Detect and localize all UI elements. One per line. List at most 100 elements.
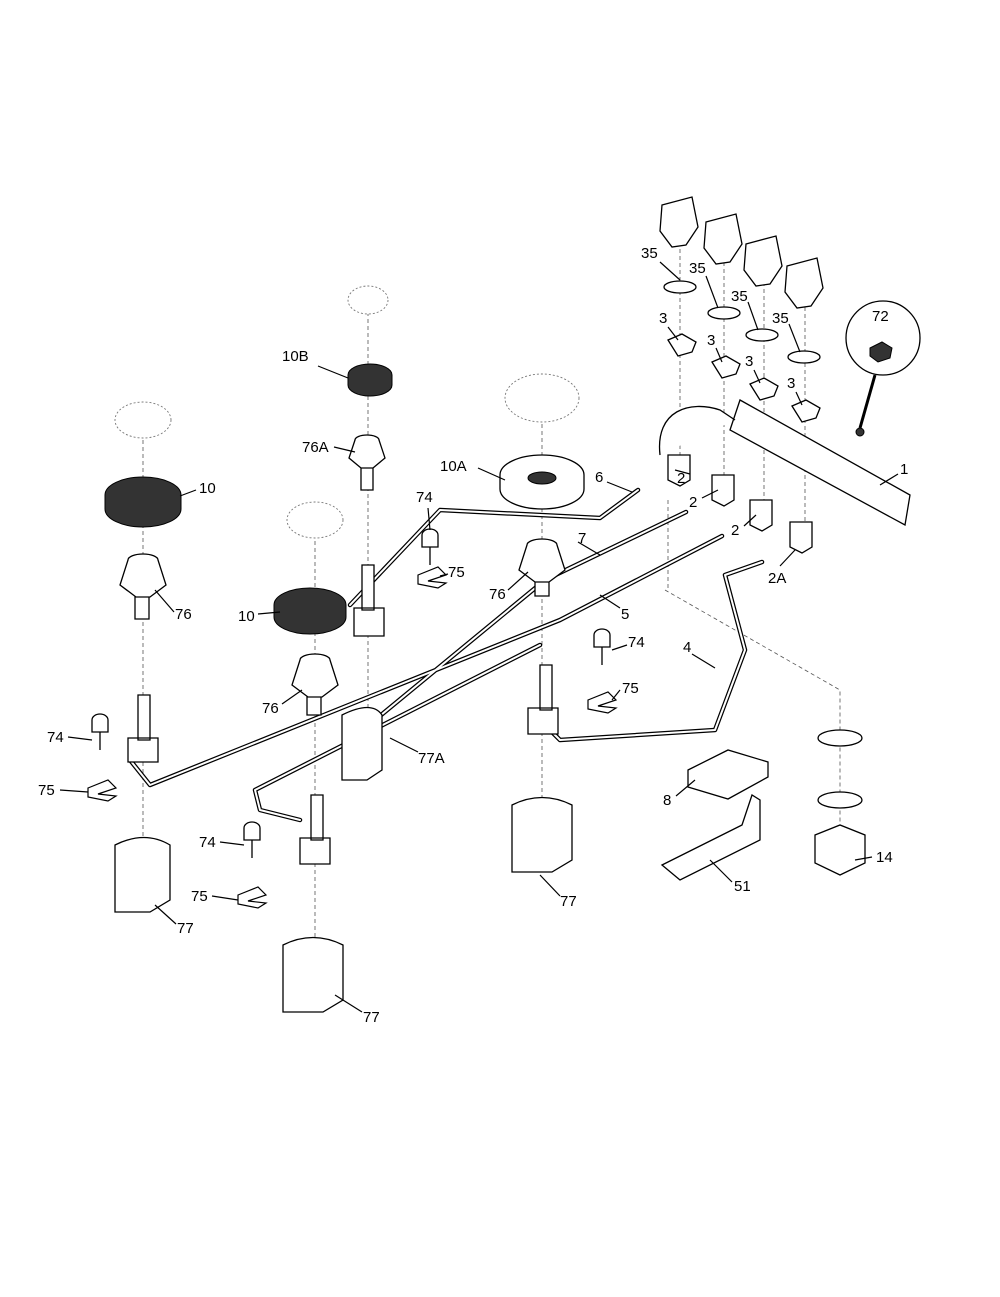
leader-line [743,514,757,527]
leader-line [667,326,679,341]
leader-line [606,481,633,493]
leader-line [439,573,449,577]
washer-icon [745,328,779,342]
leader-line [333,446,356,453]
washer-icon [663,280,697,294]
leader-line [67,736,93,741]
leader-line [211,895,239,901]
callout-2: 2 [731,522,739,539]
leader-line [389,737,419,753]
leader-line [659,261,681,281]
leader-line [179,489,197,497]
callout-74: 74 [628,634,645,651]
callout-2: 2 [689,494,697,511]
knob-icon [703,213,743,265]
callout-4: 4 [683,639,691,656]
clip-icon [237,886,268,909]
callout-35: 35 [641,245,658,262]
leader-line [507,571,529,591]
control-knobs [659,196,824,423]
washer-icon [787,350,821,364]
callout-72: 72 [872,308,889,325]
callout-74: 74 [416,489,433,506]
leader-line [281,689,303,705]
leader-line [701,489,719,499]
knob-icon [743,235,783,287]
clip-icon [587,691,618,714]
knob-icon [784,257,824,309]
leader-line [334,994,363,1013]
callout-10b: 10B [282,348,309,365]
callout-10: 10 [238,608,255,625]
callout-5: 5 [621,606,629,623]
bushing-icon [791,399,821,423]
leader-line [788,323,801,353]
knob-icon [659,196,699,248]
callout-74: 74 [47,729,64,746]
electrodes-and-clips [87,528,618,909]
callout-76a: 76A [302,439,329,456]
magnified-detail-circle [845,300,921,376]
leader-line [691,653,716,669]
washer-icon [707,306,741,320]
leader-line [59,789,89,793]
callout-10a: 10A [440,458,467,475]
callout-2: 2 [677,470,685,487]
callout-75: 75 [38,782,55,799]
leader-line [154,904,177,925]
leader-line [779,549,796,567]
leader-line [427,507,431,531]
callout-75: 75 [448,564,465,581]
leader-line [854,856,873,861]
clip-icon [87,779,118,802]
leader-line [753,369,761,384]
bushing-icon [667,333,697,357]
leader-line [539,874,561,897]
leader-line [599,594,621,609]
callout-7: 7 [578,530,586,547]
bushing-icon [749,377,779,401]
leader-line [577,541,601,556]
callout-75: 75 [191,888,208,905]
callout-1: 1 [900,461,908,478]
callout-3: 3 [745,353,753,370]
callout-35: 35 [689,260,706,277]
callout-77: 77 [363,1009,380,1026]
callout-74: 74 [199,834,216,851]
orifice-holders [119,434,566,716]
leader-line [317,365,349,379]
leader-line [154,589,175,613]
leader-line [705,275,719,309]
callout-3: 3 [659,310,667,327]
callout-6: 6 [595,469,603,486]
callout-76: 76 [489,586,506,603]
callout-3: 3 [787,375,795,392]
leader-line [257,611,281,615]
callout-75: 75 [622,680,639,697]
callout-8: 8 [663,792,671,809]
electrode-icon [421,528,439,565]
callout-10: 10 [199,480,216,497]
screw-icon [869,341,893,363]
callout-14: 14 [876,849,893,866]
callout-77: 77 [560,893,577,910]
valves [667,454,813,554]
clip-icon [417,566,448,589]
callout-77a: 77A [418,750,445,767]
callout-3: 3 [707,332,715,349]
electrode-icon [91,713,109,750]
leader-line [795,391,803,406]
electrode-icon [243,821,261,858]
burner-brackets [114,706,573,1013]
burner-heads [104,363,585,635]
leader-line [219,841,245,846]
callout-76: 76 [175,606,192,623]
callout-76: 76 [262,700,279,717]
callout-35: 35 [772,310,789,327]
spark-module-regulator [660,729,866,881]
callout-leaders [59,261,899,1013]
bushing-icon [711,355,741,379]
